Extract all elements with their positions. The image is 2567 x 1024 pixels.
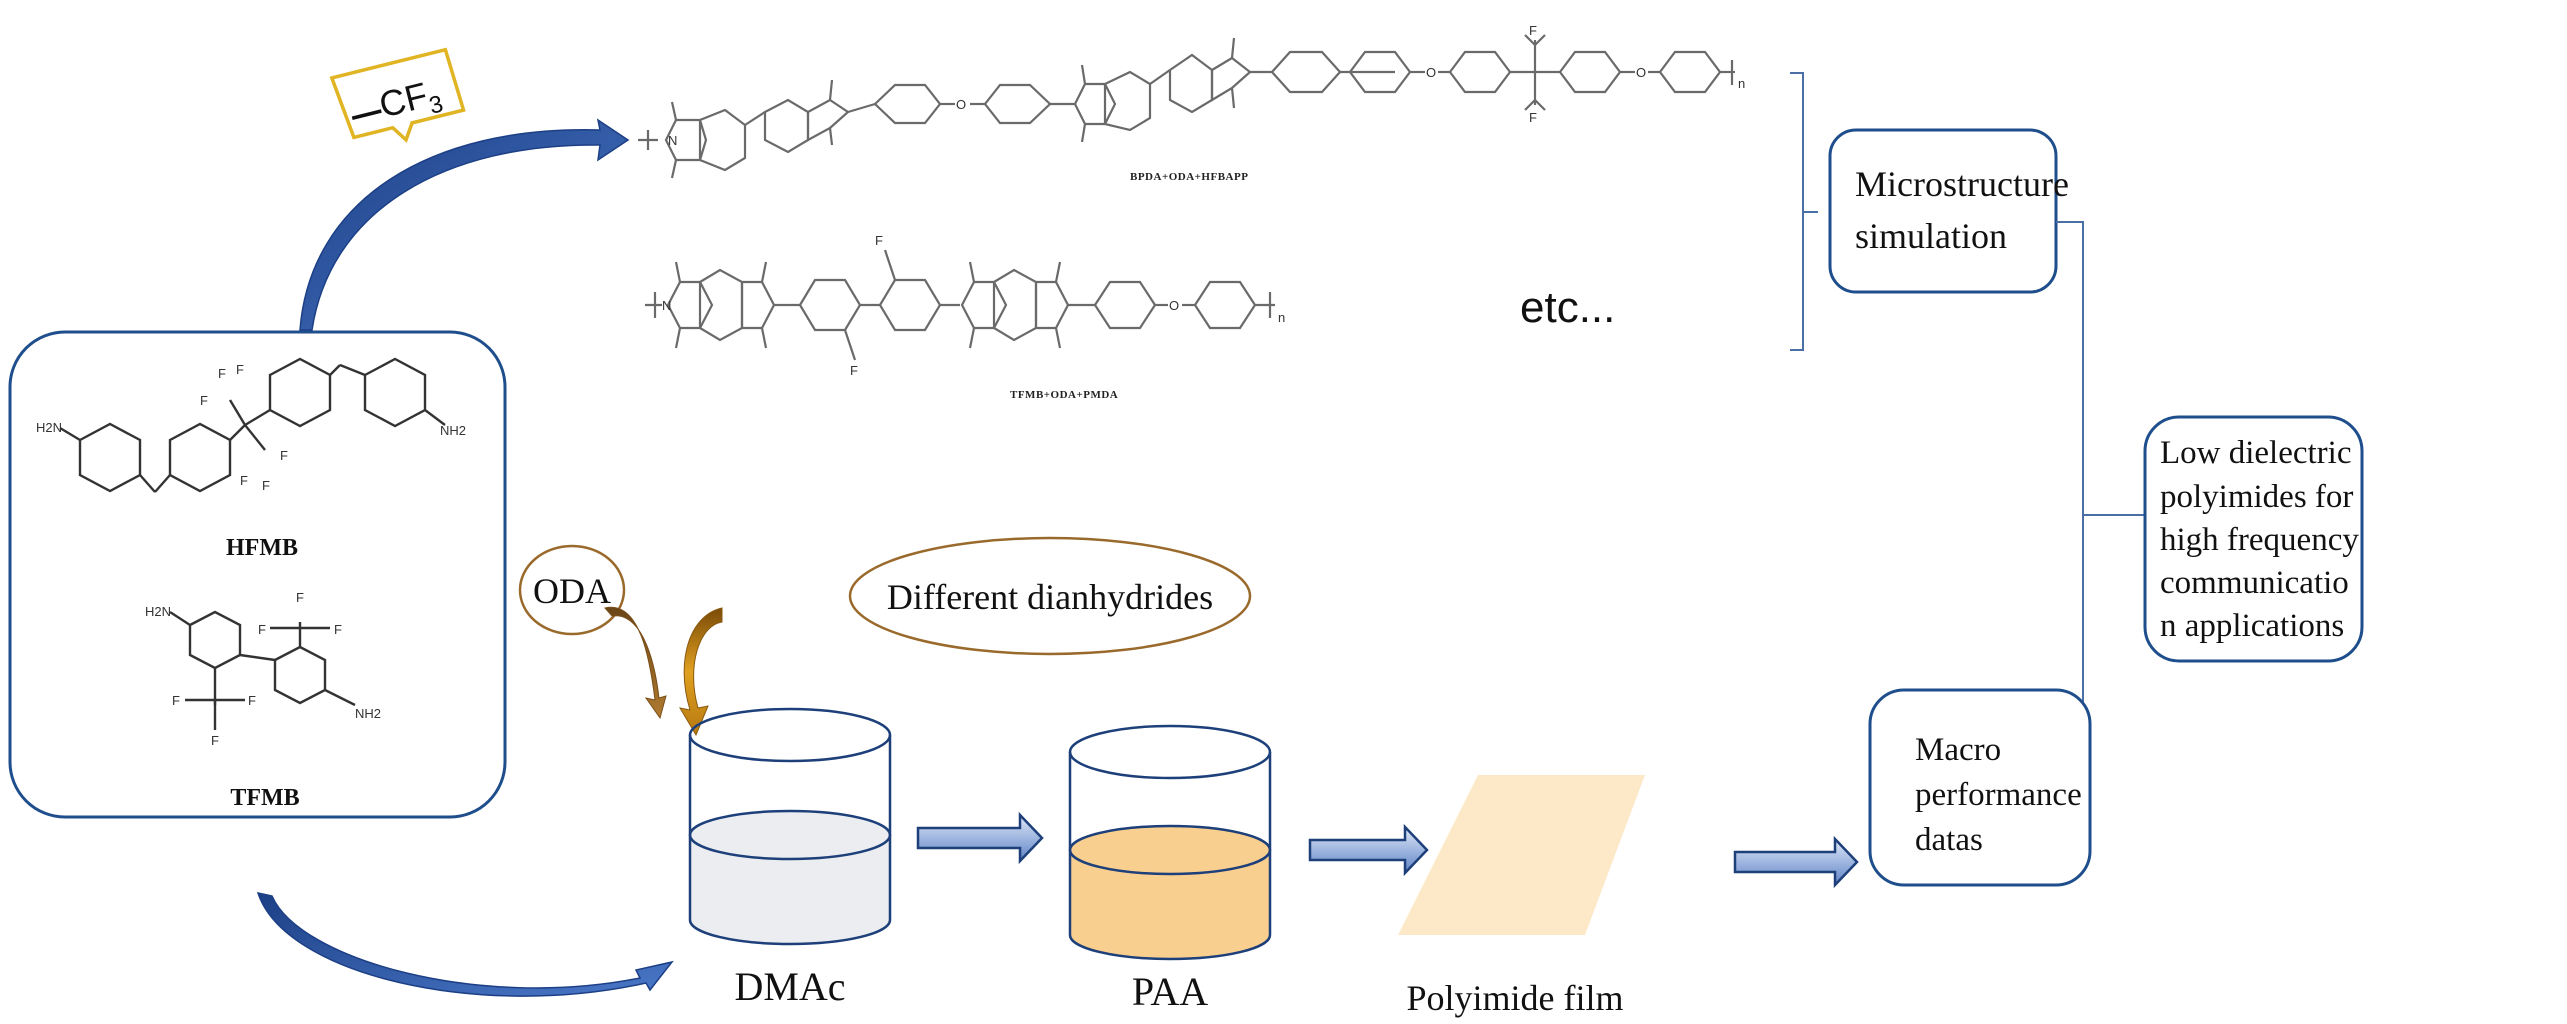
- tfmb-fluorine-2: F: [258, 622, 266, 637]
- macro-line-1: Macro: [1915, 732, 2001, 768]
- polymer2-repeat-n: n: [1278, 310, 1285, 325]
- cf3-substituent-tag: CF3: [329, 47, 466, 143]
- hfmb-fluorine-3: F: [200, 393, 208, 408]
- polymer1-oxygen-ether-3: O: [1636, 65, 1646, 80]
- hfmb-fluorine-2: F: [236, 362, 244, 377]
- hfmb-fluorine-4: F: [280, 448, 288, 463]
- microstructure-simulation-box: [1828, 128, 2058, 294]
- polymer1-repeat-n: n: [1738, 76, 1745, 91]
- polyimide-film: [1398, 775, 1645, 935]
- paa-liquid: [1070, 826, 1270, 959]
- hfmb-fluorine-1: F: [218, 366, 226, 381]
- cf3-bond-line: [351, 109, 382, 120]
- dmac-beaker: [688, 707, 892, 946]
- oda-label: ODA: [533, 571, 611, 611]
- polymer1-caption: BPDA+ODA+HFBAPP: [1130, 171, 1248, 183]
- goal-line-3: high frequency: [2160, 522, 2359, 558]
- polymer1-nitrogen-1: N: [668, 133, 677, 148]
- arrow-paa-to-film: [1308, 823, 1429, 877]
- dianhydrides-oval: [848, 536, 1252, 656]
- macro-line-2: performance: [1915, 777, 2082, 813]
- polymer2-fluorine-top: F: [875, 233, 883, 248]
- polymer2-caption: TFMB+ODA+PMDA: [1010, 389, 1118, 401]
- polymer1-fluorine-bottom: F: [1529, 110, 1537, 125]
- goal-line-5: n applications: [2160, 608, 2344, 644]
- dmac-liquid: [690, 811, 890, 944]
- dianhydrides-arrow: [678, 607, 723, 737]
- tfmb-label: TFMB: [230, 785, 299, 811]
- hfmb-label: HFMB: [226, 535, 298, 561]
- macro-performance-box: [1868, 688, 2092, 887]
- polymers-bracket: [1790, 72, 1818, 351]
- polymer2-oxygen-ether: O: [1169, 298, 1179, 313]
- goal-box: [2143, 415, 2364, 663]
- tfmb-fluorine-3: F: [334, 622, 342, 637]
- arrow-film-to-macro: [1733, 835, 1859, 889]
- tfmb-amine-left: H2N: [145, 604, 171, 619]
- dmac-label: DMAc: [734, 964, 845, 1009]
- tfmb-fluorine-1: F: [296, 590, 304, 605]
- dianhydrides-label: Different dianhydrides: [887, 577, 1213, 617]
- paa-label: PAA: [1132, 969, 1208, 1014]
- polymer-tfmb-oda-pmda: N O F F n TFMB+ODA+PMDA: [645, 233, 1285, 401]
- hfmb-fluorine-6: F: [262, 478, 270, 493]
- curved-arrow-to-polymers: [299, 118, 630, 331]
- microstructure-line-2: simulation: [1855, 216, 2007, 256]
- goal-line-2: polyimides for: [2160, 479, 2353, 515]
- polymer-bpda-oda-hfbapp: N O O O F F n BPDA+ODA+HFBAPP: [638, 23, 1745, 183]
- polymer2-fluorine-bottom: F: [850, 363, 858, 378]
- polyimide-film-label: Polyimide film: [1406, 978, 1623, 1018]
- tfmb-fluorine-5: F: [248, 693, 256, 708]
- hfmb-amine-right: NH2: [440, 423, 466, 438]
- polymer1-fluorine-top: F: [1529, 23, 1537, 38]
- etc-label: etc...: [1520, 283, 1615, 332]
- goal-line-1: Low dielectric: [2160, 435, 2352, 471]
- polymer2-nitrogen: N: [662, 298, 671, 313]
- arrow-dmac-to-paa: [916, 811, 1044, 865]
- polymer1-oxygen-ether-2: O: [1426, 65, 1436, 80]
- polymer1-oxygen-ether: O: [956, 97, 966, 112]
- hfmb-structure: [59, 357, 446, 493]
- hfmb-amine-left: H2N: [36, 420, 62, 435]
- oda-oval: [518, 544, 626, 636]
- hfmb-fluorine-5: F: [240, 473, 248, 488]
- tfmb-fluorine-6: F: [211, 733, 219, 748]
- curved-arrow-to-dmac: [256, 891, 674, 997]
- tfmb-structure: [169, 610, 356, 730]
- macro-line-3: datas: [1915, 822, 1983, 858]
- oda-arrow: [604, 606, 667, 720]
- tfmb-amine-right: NH2: [355, 706, 381, 721]
- microstructure-line-1: Microstructure: [1855, 164, 2069, 204]
- cf3-tag-outline: [329, 47, 466, 143]
- tfmb-fluorine-4: F: [172, 693, 180, 708]
- goal-line-4: communicatio: [2160, 565, 2349, 601]
- paa-beaker: [1068, 724, 1272, 961]
- monomer-box: [8, 330, 507, 819]
